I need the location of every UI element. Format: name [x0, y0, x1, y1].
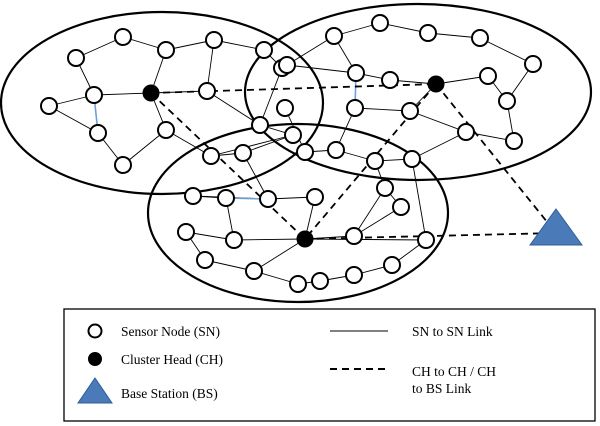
- sensor-node: [327, 141, 345, 159]
- sn-link: [210, 134, 294, 157]
- sensor-node: [392, 198, 410, 216]
- sensor-node: [40, 97, 58, 115]
- sensor-node: [479, 67, 497, 85]
- sensor-node: [347, 64, 365, 82]
- sensor-node: [383, 256, 401, 274]
- sensor-node: [346, 99, 364, 117]
- sensor-node: [498, 92, 516, 110]
- sn-link: [233, 238, 306, 241]
- sn-link: [253, 238, 306, 272]
- sn-link: [206, 90, 261, 126]
- cluster-head-node: [296, 230, 314, 248]
- sn-link: [286, 64, 357, 74]
- sensor-node: [89, 124, 107, 142]
- sensor-node: [376, 179, 394, 197]
- sensor-node: [255, 41, 273, 59]
- sensor-node: [217, 189, 235, 207]
- sn-link: [354, 107, 411, 112]
- sensor-node: [202, 147, 220, 165]
- base-station-icon: [529, 208, 583, 246]
- cluster-left-boundary: [0, 10, 325, 196]
- sensor-nodes: [40, 14, 542, 293]
- sensor-node: [278, 56, 296, 74]
- sensor-node: [457, 123, 475, 141]
- legend-ch-link-label-line1: CH to CH / CH: [412, 364, 496, 379]
- legend-ch-link-label-line2: to BS Link: [412, 381, 472, 396]
- sn-link: [304, 238, 427, 241]
- legend-cluster-head-icon: [88, 352, 102, 366]
- sensor-node: [296, 143, 314, 161]
- cluster-right-boundary: [243, 2, 593, 182]
- legend-sn-link-label: SN to SN Link: [412, 324, 493, 339]
- sn-link: [353, 187, 386, 237]
- sensor-node: [276, 99, 294, 117]
- sensor-node: [289, 275, 307, 293]
- sensor-node: [67, 49, 85, 67]
- sensor-node: [196, 251, 214, 269]
- legend-sensor-node-icon: [87, 323, 103, 339]
- cluster-head-node: [427, 75, 445, 93]
- sensor-node: [419, 24, 437, 42]
- sensor-node: [417, 231, 435, 249]
- sensor-node: [184, 187, 202, 205]
- sn-link: [93, 92, 152, 96]
- sensor-node: [524, 55, 542, 73]
- sensor-node: [205, 31, 223, 49]
- sn-link: [411, 158, 427, 241]
- sn-link: [259, 67, 283, 126]
- cluster-boundaries: [0, 2, 593, 304]
- ch-link: [435, 83, 557, 234]
- sn-link: [353, 206, 402, 237]
- legend-base-station-icon: [77, 377, 113, 404]
- sensor-node: [284, 126, 302, 144]
- sensor-node: [251, 116, 269, 134]
- sensor-node: [381, 71, 399, 89]
- sensor-node: [311, 272, 329, 290]
- legend-box: [63, 308, 596, 422]
- sn-link: [409, 110, 467, 133]
- sensor-node: [403, 150, 421, 168]
- sensor-node: [345, 227, 363, 245]
- sensor-node: [198, 82, 216, 100]
- sn-link: [48, 105, 99, 134]
- sensor-node: [245, 262, 263, 280]
- sensor-node: [225, 231, 243, 249]
- legend-base-station-label: Base Station (BS): [121, 386, 218, 401]
- sensor-node: [259, 190, 277, 208]
- sensor-node: [157, 41, 175, 59]
- sensor-node: [505, 132, 523, 150]
- sensor-node: [371, 14, 389, 32]
- sensor-node: [114, 156, 132, 174]
- legend: Sensor Node (SN) Cluster Head (CH) Base …: [63, 308, 596, 422]
- sensor-node: [306, 188, 324, 206]
- cluster-head-node: [142, 84, 160, 102]
- sn-link: [122, 129, 167, 166]
- legend-sensor-node-label: Sensor Node (SN): [121, 324, 220, 339]
- sensor-node: [345, 266, 363, 284]
- sensor-node: [157, 121, 175, 139]
- sensor-node: [114, 28, 132, 46]
- sensor-node: [325, 27, 343, 45]
- sensor-node: [177, 223, 195, 241]
- cluster-bottom-boundary: [146, 122, 450, 304]
- sensor-node: [234, 144, 252, 162]
- sn-link: [286, 35, 335, 66]
- sn-link: [411, 131, 467, 160]
- sensor-node: [85, 86, 103, 104]
- sn-link: [479, 37, 534, 65]
- legend-cluster-head-label: Cluster Head (CH): [121, 352, 223, 367]
- sensor-node: [471, 29, 489, 47]
- sensor-node: [401, 102, 419, 120]
- sensor-node: [366, 152, 384, 170]
